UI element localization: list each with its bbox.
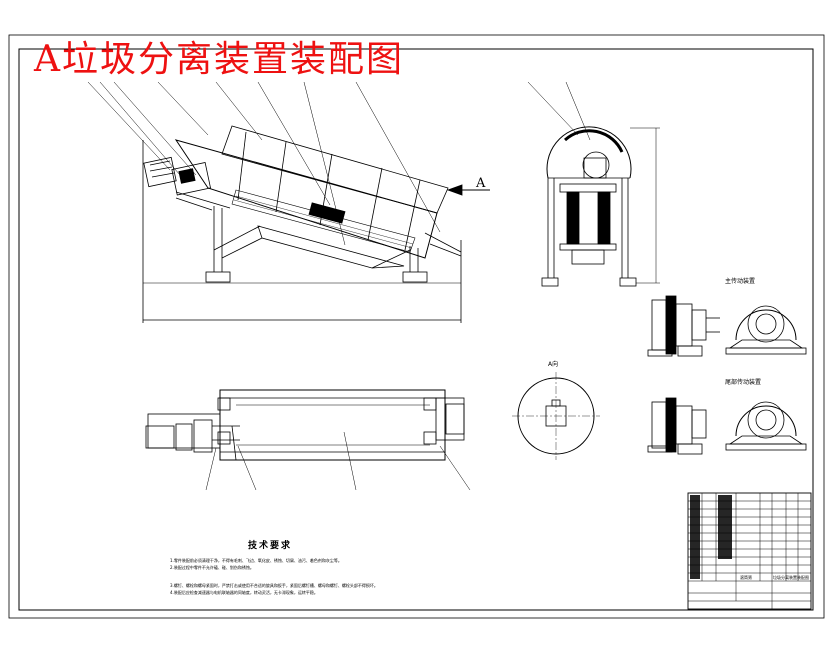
title-block-part-name: 滚筒筛	[740, 575, 752, 580]
section-a-label: A向	[548, 361, 559, 368]
main-drive-label: 主传动装置	[725, 278, 756, 285]
view-arrow-label: A	[476, 176, 486, 191]
drawing-title: A垃圾分离装置装配图	[34, 39, 404, 80]
title-block-drawing-name: 垃圾分离装置装配图	[773, 575, 809, 580]
main-drive-detail	[647, 295, 807, 357]
end-view	[527, 81, 660, 287]
technical-requirement-item: 3.螺钉、螺栓和螺母紧固时，严禁打击或使用不合适的旋具和扳手，紧固后螺钉槽、螺母…	[170, 583, 378, 588]
title-block	[687, 492, 812, 610]
aux-drive-detail	[647, 397, 807, 455]
plan-view	[145, 389, 471, 491]
technical-requirements-heading: 技术要求	[248, 541, 293, 551]
sheet-outer-border	[8, 34, 825, 619]
technical-requirement-item: 1.零件装配前必须清理干净，不得有毛刺、飞边、氧化皮、锈蚀、切屑、油污、着色剂和…	[170, 558, 342, 563]
aux-drive-label: 尾部传动装置	[725, 379, 762, 386]
technical-requirement-item: 2.装配过程中零件不允许磕、碰、划伤和锈蚀。	[170, 565, 254, 570]
technical-requirements: 技术要求 1.零件装配前必须清理干净，不得有毛刺、飞边、氧化皮、锈蚀、切屑、油污…	[170, 538, 500, 596]
sheet-inner-frame	[18, 48, 814, 611]
section-a-view	[512, 372, 600, 460]
main-elevation-view	[87, 81, 490, 323]
technical-requirement-item: 4.装配后应检查减速器与电机联轴器的同轴度，转动灵活，无卡滞现象，运转平稳。	[170, 590, 318, 595]
